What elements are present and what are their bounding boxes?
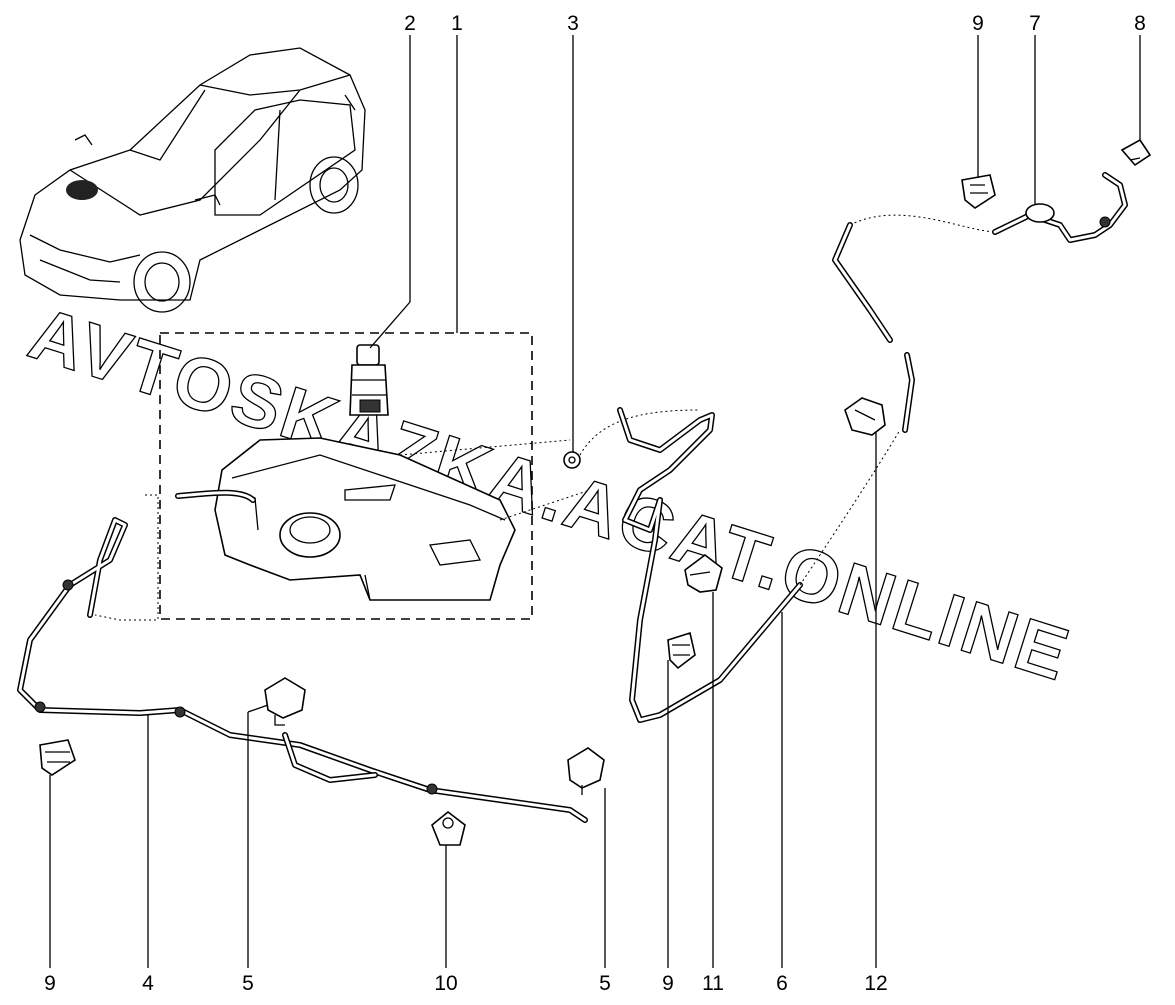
leader-lines <box>49 35 1141 968</box>
callout-10: 10 <box>434 972 457 995</box>
hose-clip <box>961 174 996 209</box>
reservoir-assembly-box <box>159 332 533 620</box>
car-illustration <box>19 47 366 313</box>
callout-7: 7 <box>1029 12 1041 35</box>
connection-line <box>94 494 159 621</box>
callout-8: 8 <box>1134 12 1146 35</box>
washer-pump <box>349 344 389 416</box>
callout-9-mid: 9 <box>662 972 674 995</box>
callout-5-right: 5 <box>599 972 611 995</box>
connection-line <box>399 409 701 456</box>
fastener-clip <box>431 810 466 846</box>
front-washer-nozzle <box>567 747 605 795</box>
rear-washer-nozzle <box>1120 138 1152 167</box>
callout-3: 3 <box>567 12 579 35</box>
washer-location-highlight <box>66 180 98 200</box>
front-washer-nozzle <box>264 677 306 726</box>
grommet-clip <box>844 397 886 436</box>
callout-6: 6 <box>776 972 788 995</box>
callout-9-left: 9 <box>44 972 56 995</box>
front-washer-hose <box>17 517 588 823</box>
callout-5-left: 5 <box>242 972 254 995</box>
connection-line <box>499 489 591 521</box>
callout-1: 1 <box>451 12 463 35</box>
callout-2: 2 <box>404 12 416 35</box>
rear-washer-hose <box>617 407 901 723</box>
callout-4: 4 <box>142 972 154 995</box>
callout-12: 12 <box>864 972 887 995</box>
hose-clip <box>39 739 76 776</box>
callout-9-top: 9 <box>972 12 984 35</box>
rear-nozzle-hose <box>832 172 1128 433</box>
hose-clip <box>667 631 696 670</box>
hose-holder <box>684 553 723 593</box>
callout-11: 11 <box>702 972 724 995</box>
washer-reservoir <box>175 437 516 601</box>
grommet <box>563 451 581 469</box>
